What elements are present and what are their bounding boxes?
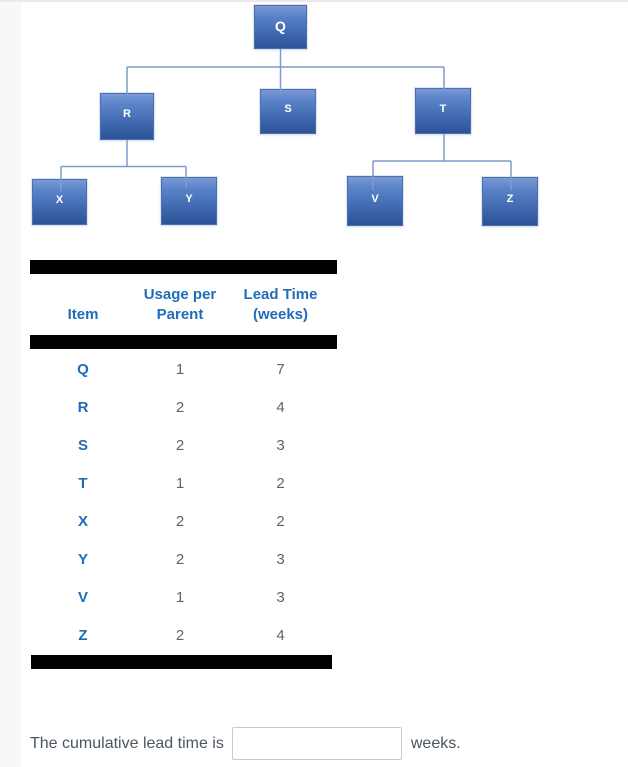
- tree-node-label: S: [284, 103, 292, 115]
- cumulative-lead-time-input[interactable]: [231, 727, 402, 760]
- tree-node-t: T: [414, 87, 472, 135]
- lead-time-cell: 2: [276, 513, 285, 530]
- item-cell: S: [77, 437, 88, 455]
- tree-node-label: Q: [275, 18, 286, 34]
- table-row: T 1 2: [30, 465, 337, 503]
- table-row: X 2 2: [30, 503, 337, 541]
- tree-node-z: Z: [481, 176, 539, 227]
- redacted-bar-top: [30, 260, 337, 274]
- product-structure-tree: Q R S T X Y V Z: [0, 2, 628, 242]
- lead-time-cell: 2: [276, 475, 285, 493]
- lead-time-cell: 4: [276, 399, 285, 417]
- tree-node-label: Y: [185, 192, 193, 205]
- item-cell: V: [77, 588, 88, 606]
- usage-cell: 2: [175, 399, 185, 417]
- item-cell: Z: [78, 626, 88, 644]
- tree-node-y: Y: [160, 176, 218, 226]
- table-row: Y 2 3: [30, 540, 337, 578]
- column-header-item: Item: [67, 306, 99, 323]
- tree-node-label: V: [371, 192, 379, 205]
- left-gutter: [0, 2, 21, 767]
- usage-cell: 2: [175, 626, 185, 644]
- tree-node-s: S: [259, 88, 317, 135]
- usage-cell: 1: [175, 588, 185, 606]
- cumulative-lead-time-question: The cumulative lead time is weeks.: [30, 727, 461, 760]
- table-header-row: Item Usage per Parent Lead Time (weeks): [30, 279, 337, 325]
- item-cell: Q: [77, 361, 89, 379]
- column-header-usage-per-parent: Usage per Parent: [143, 286, 217, 323]
- usage-cell: 2: [175, 550, 185, 568]
- question-suffix: weeks.: [410, 734, 461, 752]
- question-prefix: The cumulative lead time is: [30, 734, 224, 752]
- tree-node-v: V: [346, 175, 404, 227]
- item-cell: X: [77, 513, 88, 530]
- table-body: Q 1 7 R 2 4 S 2 3 T 1 2 X 2 2: [30, 351, 337, 654]
- tree-node-label: X: [55, 193, 64, 206]
- table-row: S 2 3: [30, 427, 337, 465]
- column-header-lead-time: Lead Time (weeks): [243, 286, 318, 323]
- tree-node-label: Z: [506, 193, 514, 205]
- table-row: R 2 4: [30, 389, 337, 427]
- usage-cell: 1: [175, 361, 185, 379]
- tree-node-x: X: [31, 178, 88, 226]
- tree-node-q: Q: [253, 4, 308, 50]
- lead-time-cell: 3: [276, 588, 285, 606]
- table-row: V 1 3: [30, 578, 337, 616]
- item-cell: R: [77, 399, 89, 417]
- redacted-bar-bottom: [31, 655, 332, 669]
- usage-cell: 2: [175, 437, 185, 455]
- lead-time-cell: 3: [276, 437, 285, 455]
- usage-cell: 2: [175, 513, 185, 530]
- table-row: Q 1 7: [30, 351, 337, 389]
- item-cell: T: [78, 475, 88, 493]
- lead-time-cell: 3: [276, 550, 285, 568]
- tree-node-r: R: [99, 92, 155, 141]
- item-cell: Y: [77, 550, 88, 568]
- table-row: Z 2 4: [30, 616, 337, 654]
- lead-time-cell: 7: [276, 361, 285, 379]
- tree-node-label: T: [439, 102, 447, 115]
- tree-node-label: R: [123, 108, 131, 120]
- lead-time-cell: 4: [276, 626, 285, 644]
- usage-cell: 1: [175, 475, 185, 493]
- redacted-bar-middle: [30, 335, 337, 349]
